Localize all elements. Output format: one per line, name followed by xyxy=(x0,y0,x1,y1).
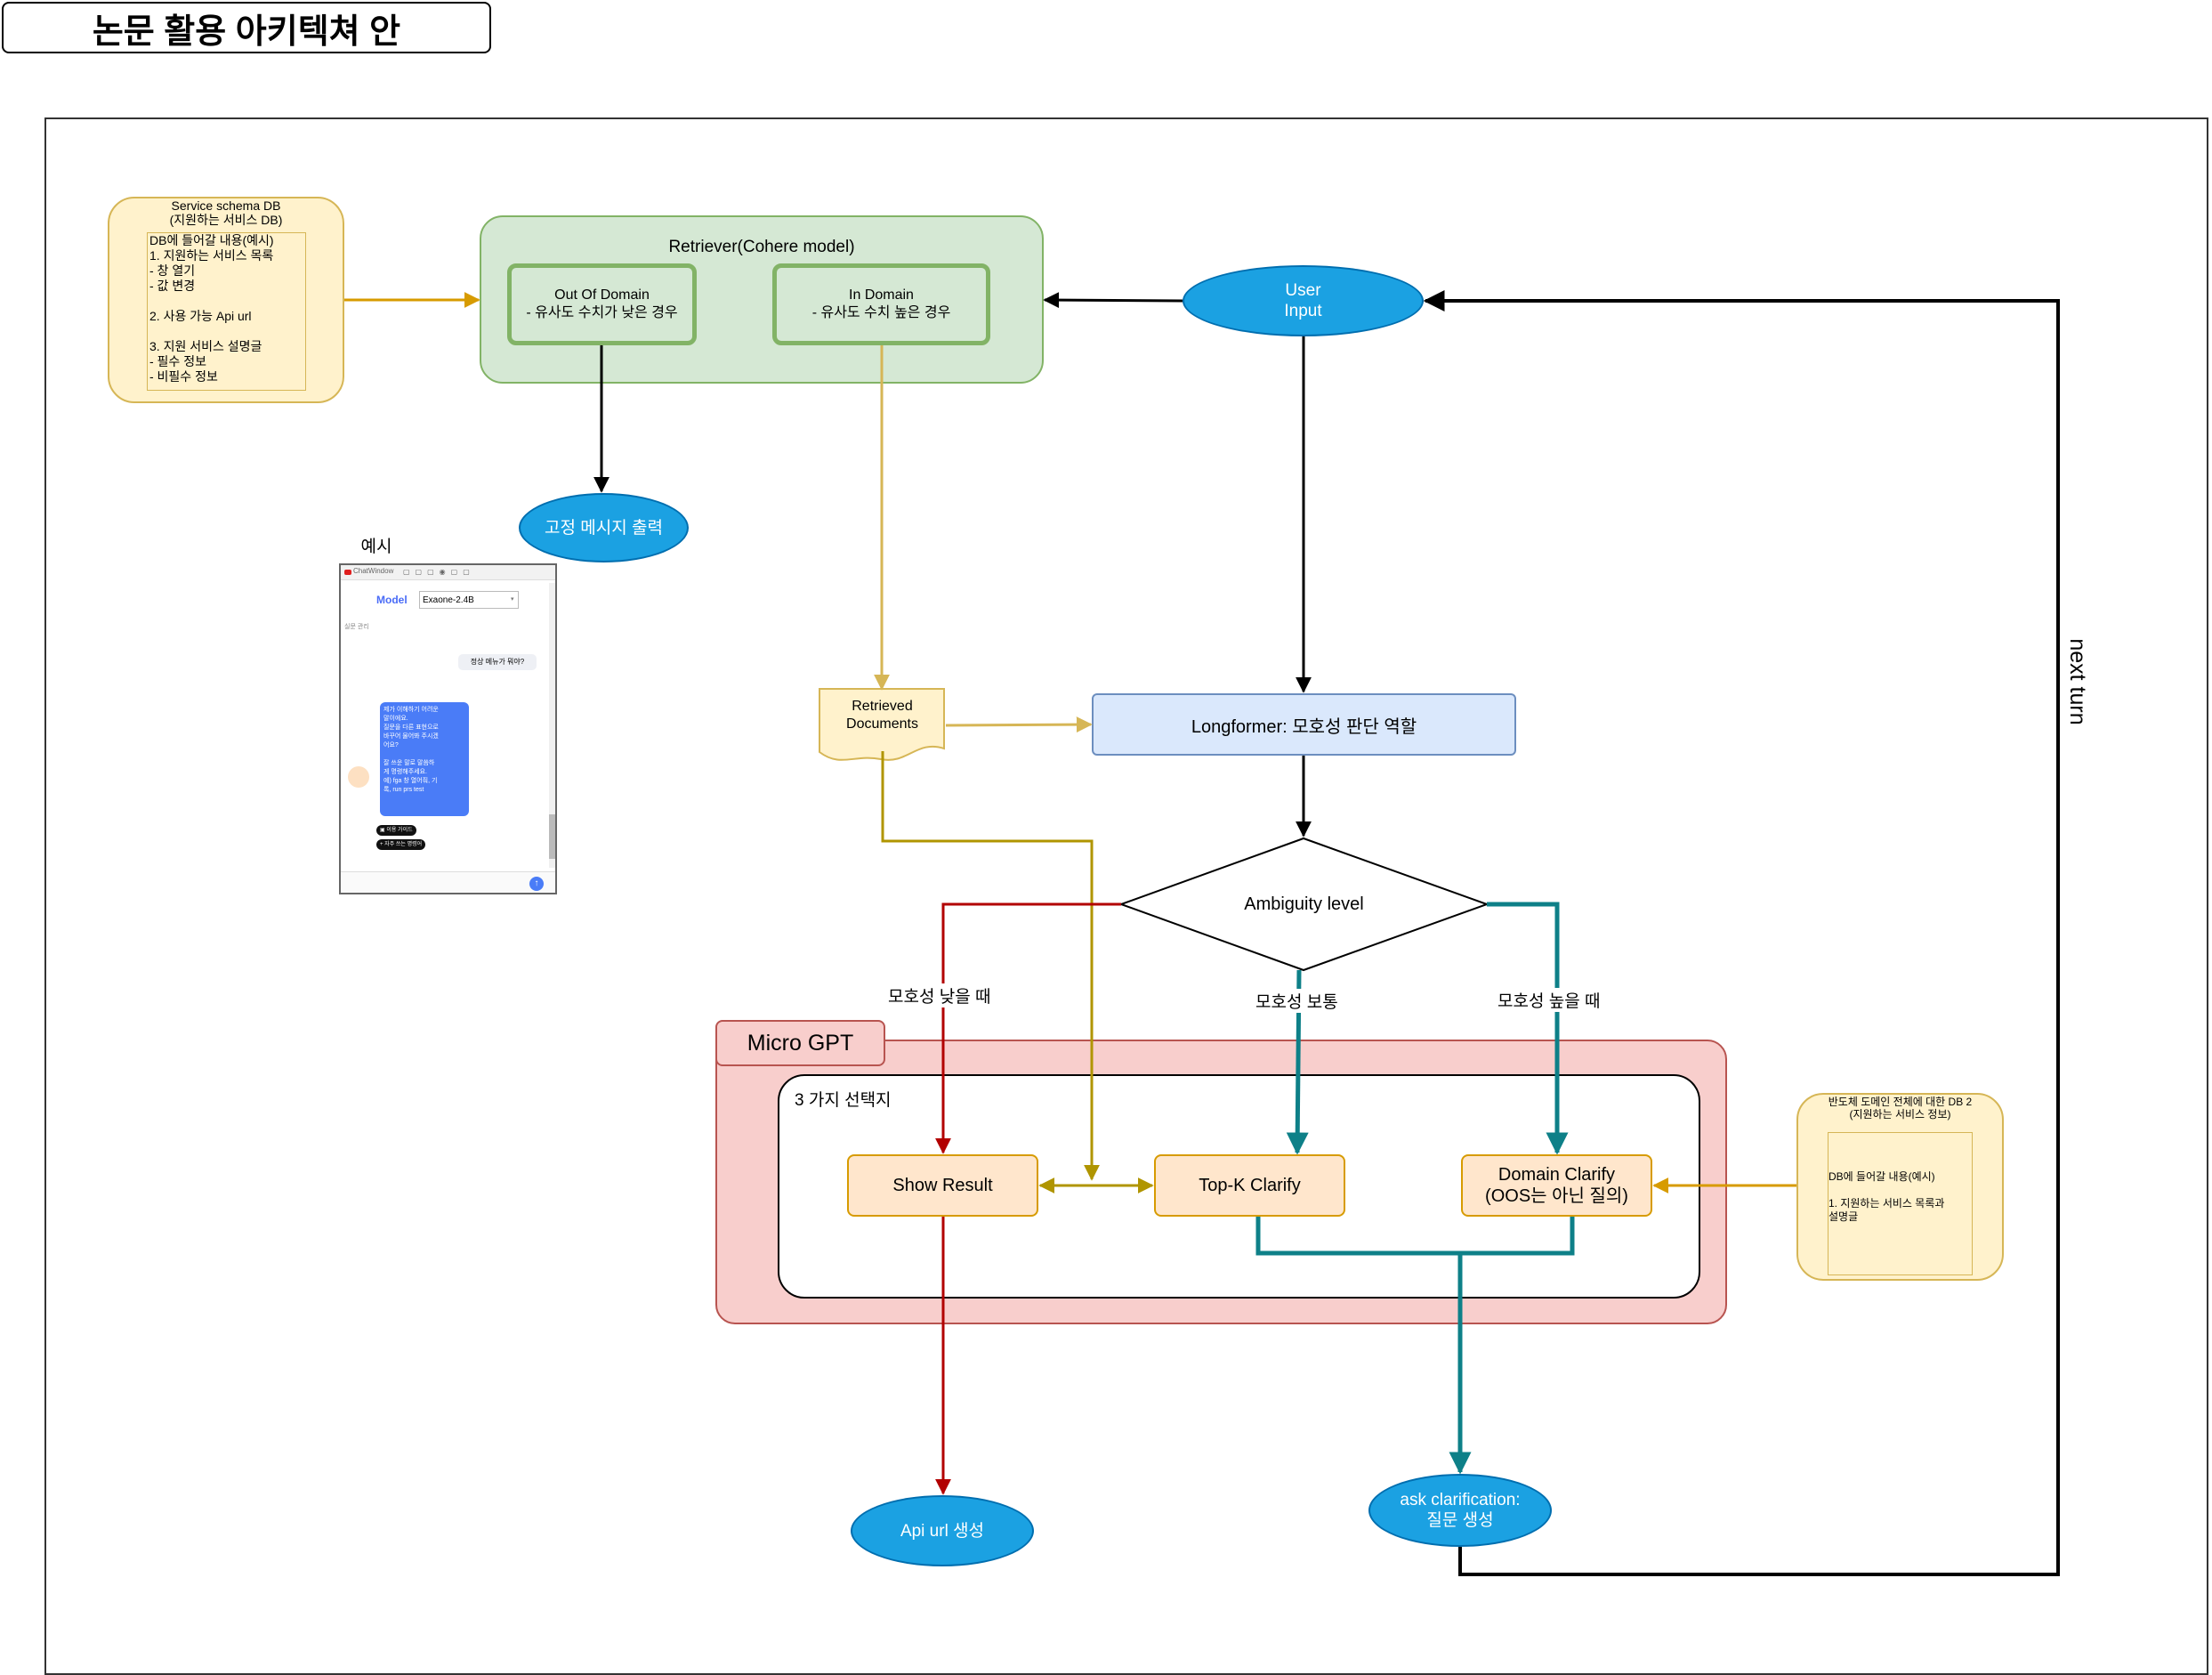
page-title: 논문 활용 아키텍쳐 안 xyxy=(2,2,491,53)
scrollbar-thumb[interactable] xyxy=(549,814,555,859)
low-ambiguity-label: 모호성 낮을 때 xyxy=(888,983,991,1007)
in-domain-box[interactable]: In Domain - 유사도 수치 높은 경우 xyxy=(772,263,990,345)
toolbar-icons: ▢▢▢◉▢▢ xyxy=(403,568,475,576)
model-label: Model xyxy=(376,594,408,606)
ambiguity-label: Ambiguity level xyxy=(1244,894,1364,914)
chat-app-title: ChatWindow xyxy=(353,567,394,575)
show-result-box[interactable]: Show Result xyxy=(847,1154,1038,1217)
section-label: 실문 관리 xyxy=(344,624,369,630)
out-of-domain-box[interactable]: Out Of Domain - 유사도 수치가 낮은 경우 xyxy=(507,263,697,345)
domain-db2[interactable] xyxy=(1796,1093,2004,1281)
bot-message: 제가 이해하기 어려운 말이에요. 질문을 다른 표현으로 바꾸어 물어봐 주시… xyxy=(380,702,469,816)
arrow-low-ambiguity xyxy=(935,902,1121,1154)
service-schema-db-content: DB에 들어갈 내용(예시) 1. 지원하는 서비스 목록 - 창 열기 - 값… xyxy=(147,232,306,391)
arrow-topk-to-ask xyxy=(1255,1217,1472,1475)
domain-clarify-box[interactable]: Domain Clarify (OOS는 아닌 질의) xyxy=(1461,1154,1652,1217)
service-schema-db-title: Service schema DB (지원하는 서비스 DB) xyxy=(169,198,283,227)
user-message: 정상 메뉴가 뭐야? xyxy=(458,654,537,670)
app-logo-icon xyxy=(344,570,351,575)
scrollbar[interactable] xyxy=(549,583,555,868)
arrow-domain-to-ask xyxy=(1460,1217,1575,1256)
api-url-ellipse[interactable]: Api url 생성 xyxy=(851,1495,1034,1566)
domain-db2-title: 반도체 도메인 전체에 대한 DB 2 (지원하는 서비스 정보) xyxy=(1828,1096,1973,1121)
ask-clarification-ellipse[interactable]: ask clarification: 질문 생성 xyxy=(1368,1474,1552,1547)
retrieved-documents-label: Retrieved Documents xyxy=(846,699,918,732)
retrieved-documents-shape[interactable] xyxy=(819,688,946,763)
arrow-next-turn xyxy=(1423,290,2060,1576)
commands-chip[interactable]: + 자주 쓰는 명령어 xyxy=(376,839,426,850)
topk-clarify-box[interactable]: Top-K Clarify xyxy=(1154,1154,1345,1217)
retriever-label: Retriever(Cohere model) xyxy=(668,238,855,256)
example-label: 예시 xyxy=(360,537,392,556)
fixed-message-ellipse[interactable]: 고정 메시지 출력 xyxy=(519,493,689,562)
choices-label: 3 가지 선택지 xyxy=(795,1091,892,1110)
user-input-ellipse[interactable]: User Input xyxy=(1183,265,1424,336)
arrow-docs-to-longformer xyxy=(945,716,1093,733)
message-input[interactable] xyxy=(341,871,555,893)
micro-gpt-label: Micro GPT xyxy=(715,1020,885,1066)
medium-ambiguity-label: 모호성 보통 xyxy=(1255,989,1338,1013)
chevron-down-icon: ▾ xyxy=(511,596,514,603)
longformer-box[interactable]: Longformer: 모호성 판단 역할 xyxy=(1092,693,1516,756)
arrow-user-to-retriever xyxy=(1043,292,1183,309)
guide-chip[interactable]: ▣ 이용 가이드 xyxy=(376,825,416,836)
model-select[interactable]: Exaone-2.4B xyxy=(419,591,519,609)
ambiguity-diamond[interactable] xyxy=(1119,837,1489,972)
chat-example-screenshot: ChatWindow ▢▢▢◉▢▢ Model Exaone-2.4B ▾ 실문… xyxy=(339,563,557,894)
send-icon[interactable]: ↑ xyxy=(529,877,544,891)
high-ambiguity-label: 모호성 높을 때 xyxy=(1498,988,1601,1012)
arrow-high-ambiguity xyxy=(1487,902,1569,1155)
arrow-docs-to-choices xyxy=(881,751,1100,1181)
next-turn-label: next turn xyxy=(2062,611,2094,753)
avatar xyxy=(348,766,369,788)
domain-db2-content: DB에 들어갈 내용(예시) 1. 지원하는 서비스 목록과 설명글 xyxy=(1828,1132,1973,1275)
